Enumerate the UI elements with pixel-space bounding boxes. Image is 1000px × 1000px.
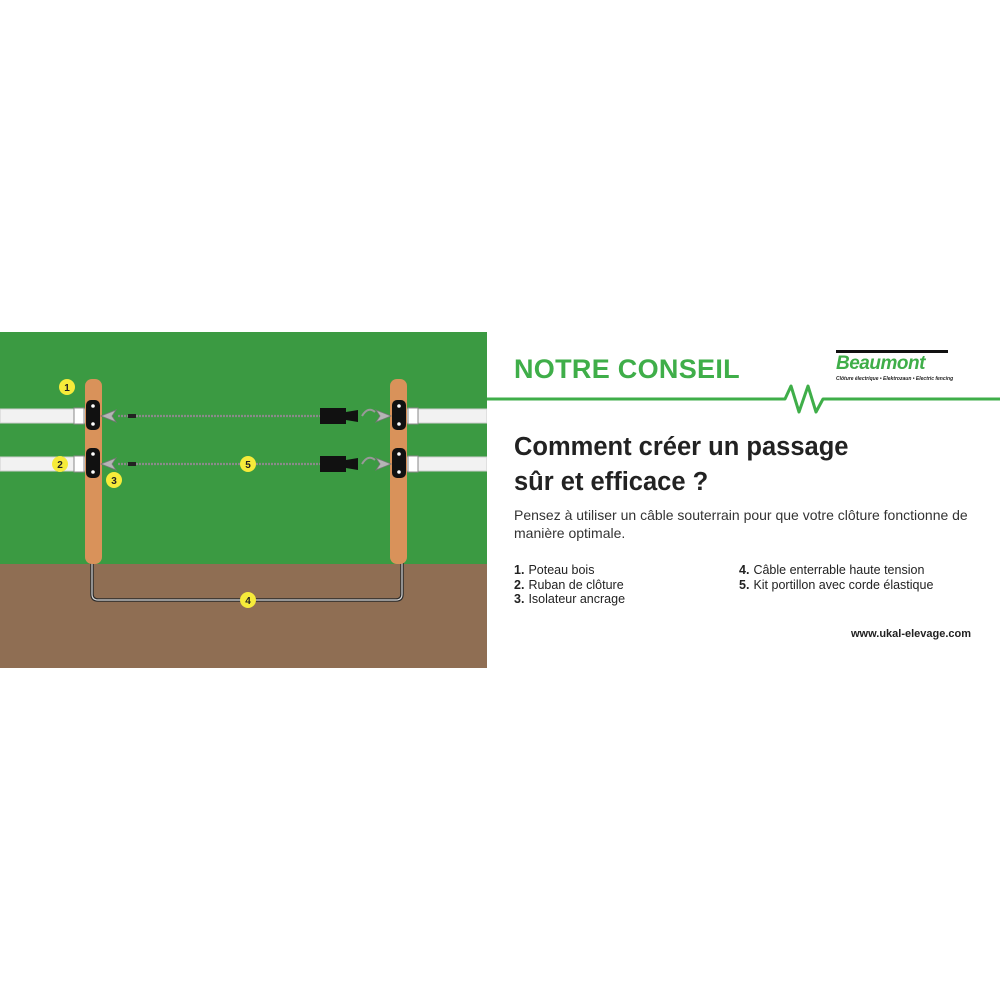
pulse-wave-icon — [487, 384, 1000, 414]
svg-text:2: 2 — [57, 460, 63, 471]
website-link[interactable]: www.ukal-elevage.com — [851, 628, 972, 640]
legend-item: 5.Kit portillon avec corde élastique — [739, 577, 934, 592]
svg-text:3: 3 — [111, 476, 117, 487]
legend-item: 3.Isolateur ancrage — [514, 592, 626, 606]
advice-banner: 1 2 3 4 5 NOTRE CONSEIL — [0, 332, 1000, 668]
svg-text:1: 1 — [64, 383, 70, 394]
marker-5: 5 — [240, 456, 256, 472]
title-line-1: Comment créer un passage — [514, 433, 849, 461]
legend-item: 1.Poteau bois — [514, 563, 595, 577]
fence-tape-left-top — [0, 408, 87, 424]
fence-illustration: 1 2 3 4 5 — [0, 332, 487, 668]
svg-text:5: 5 — [245, 460, 251, 471]
logo-bar — [836, 350, 948, 353]
legend-item: 2.Ruban de clôture — [514, 577, 624, 592]
title-line-2: sûr et efficace ? — [514, 468, 709, 496]
fence-tape-left-bottom — [0, 456, 87, 472]
marker-3: 3 — [106, 472, 122, 488]
section-heading: NOTRE CONSEIL — [514, 354, 740, 384]
brand-tagline: Clôture électrique • Elektrozaun • Elect… — [836, 376, 954, 382]
grass-area — [0, 332, 487, 564]
soil-area — [0, 564, 487, 668]
marker-1: 1 — [59, 379, 75, 395]
svg-text:4: 4 — [245, 596, 251, 607]
legend-column-1: 1.Poteau bois 2.Ruban de clôture 3.Isola… — [514, 563, 625, 607]
brand-logo: Beaumont Clôture électrique • Elektrozau… — [836, 350, 953, 384]
marker-2: 2 — [52, 456, 68, 472]
page-title: Comment créer un passage sûr et efficace… — [514, 430, 984, 500]
intro-text: Pensez à utiliser un câble souterrain po… — [514, 507, 968, 541]
marker-4: 4 — [240, 592, 256, 608]
legend-column-2: 4.Câble enterrable haute tension 5.Kit p… — [739, 563, 933, 592]
brand-name: Beaumont — [836, 353, 925, 374]
legend-item: 4.Câble enterrable haute tension — [739, 563, 925, 577]
gate-handle-icon — [320, 408, 358, 472]
anchor-insulator-icon — [86, 400, 406, 478]
advice-panel: NOTRE CONSEIL Beaumont Clôture électriqu… — [487, 332, 1000, 668]
